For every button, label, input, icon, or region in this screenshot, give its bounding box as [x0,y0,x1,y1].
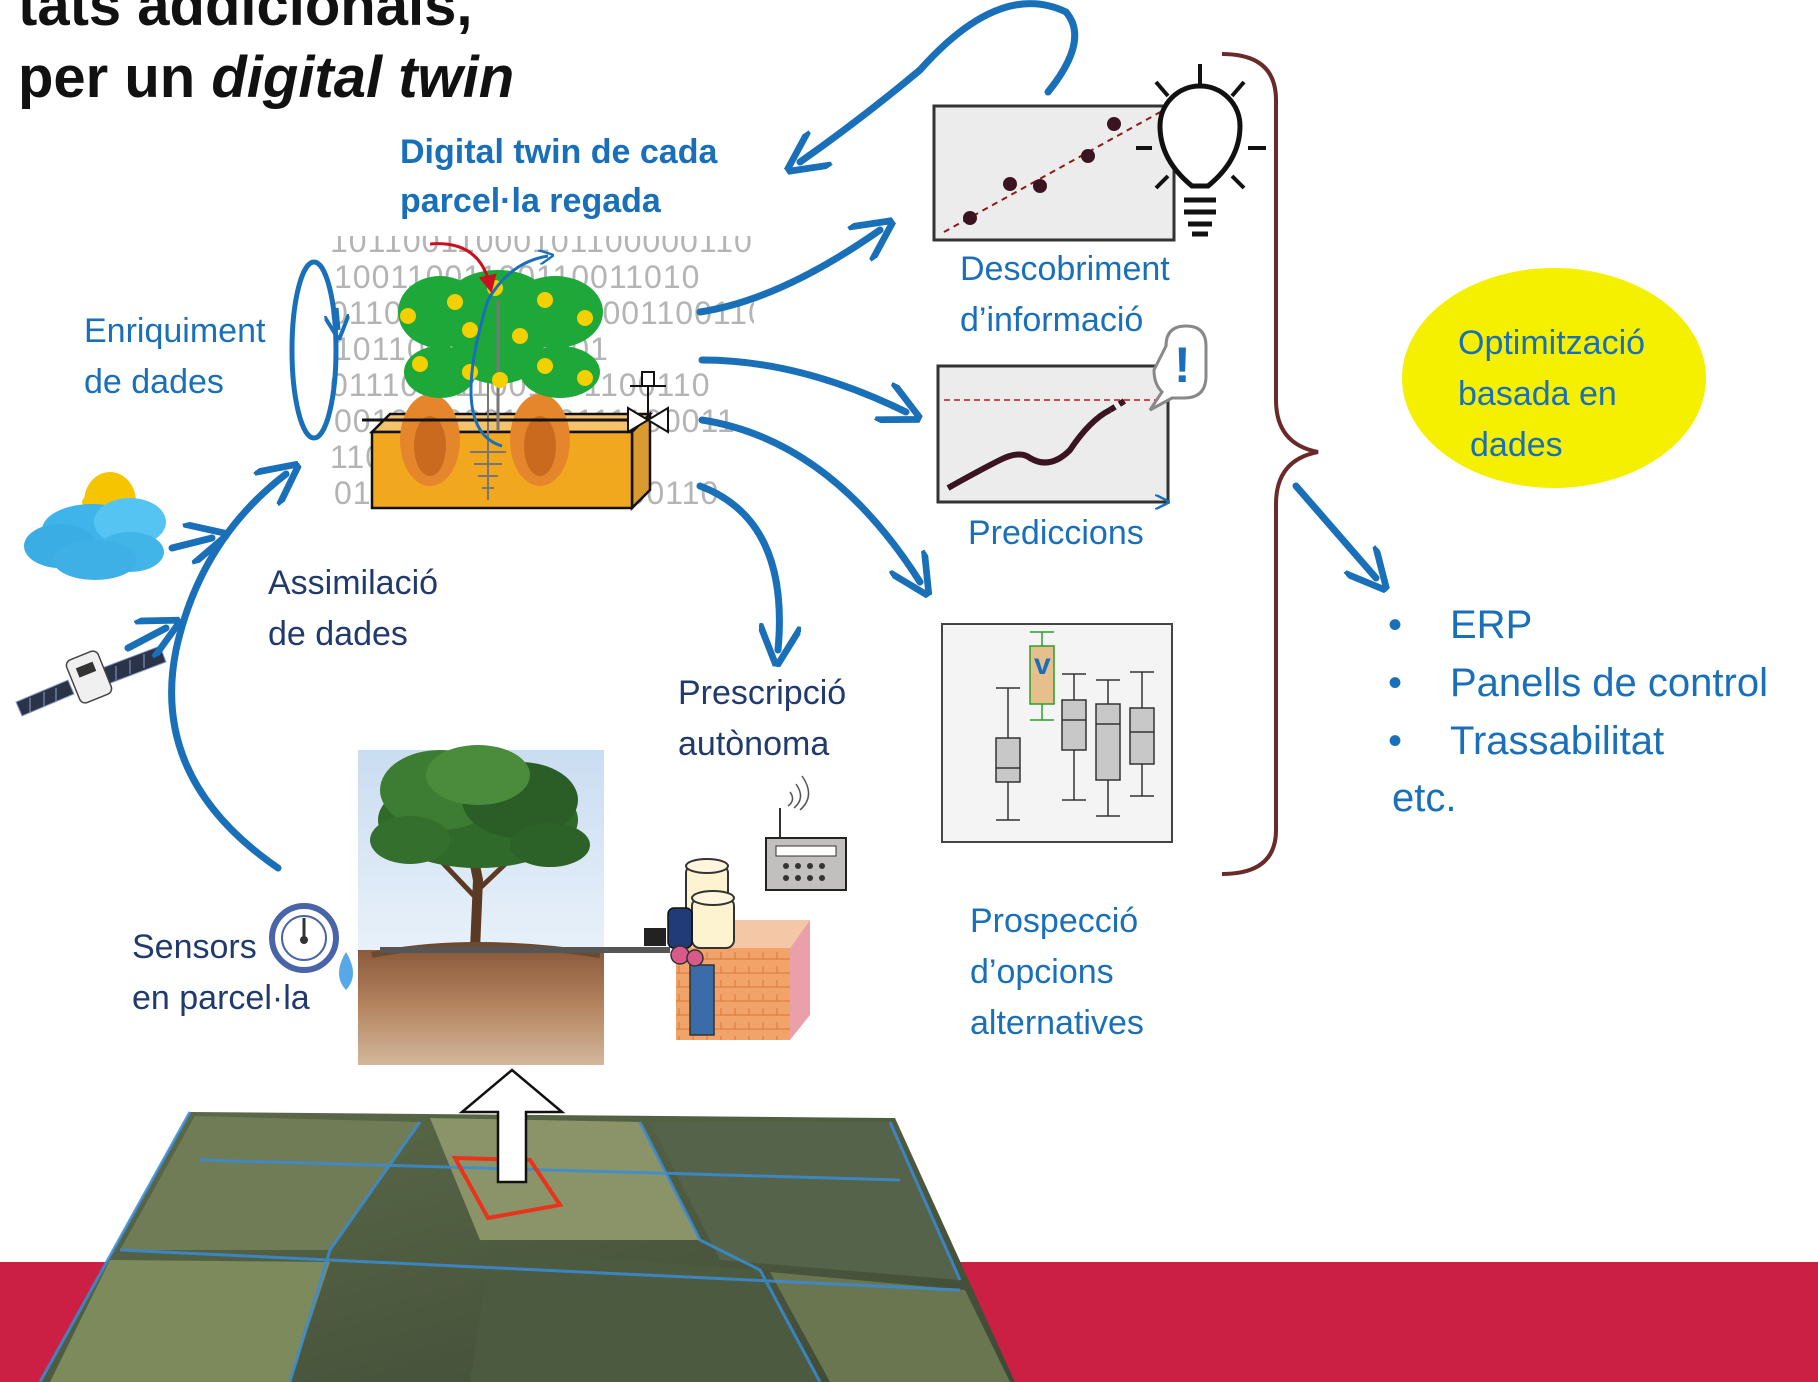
prospection-boxplot-chart [941,623,1173,843]
page-title-emphasis: digital twin [211,45,515,110]
grouping-brace [1221,52,1319,876]
enrichment-label-line1: Enriquiment [84,312,266,350]
prescription-label: Prescripció autònoma [678,668,846,770]
irrigation-equipment [644,858,810,1040]
optimization-label-line2: basada en [1458,375,1617,413]
sensors-label-line1: Sensors [132,928,257,966]
tree-soil-block [358,745,604,1065]
outputs-etc: etc. [1392,776,1457,820]
arrow-from-weather [168,538,212,548]
arrow-from-satellite [124,628,166,648]
arrow-assimilation [168,474,286,872]
satellite-icon [15,645,167,717]
arrow-to-prospection [698,416,920,582]
lightbulb-icon [1136,64,1266,237]
discovery-chart [932,104,1176,242]
prescription-label-line1: Prescripció [678,674,847,712]
boxplot-check-mark: v [1034,648,1051,681]
digital-twin-model [362,242,669,512]
optimization-label: Optimització basada en dades [1458,318,1645,471]
arrow-to-outputs [1292,482,1376,578]
optimization-ellipse [1402,268,1706,488]
assimilation-label-line2: de dades [268,615,408,653]
enrichment-loop [289,259,338,441]
digital-twin-title: Digital twin de cada parcel·la regada [400,128,717,227]
boxplot-1 [995,687,1021,821]
output-item-erp: ERP [1388,596,1768,654]
predictions-chart [936,324,1208,502]
arrow-to-discovery [696,230,880,316]
alert-exclamation-icon: ! [1174,337,1191,393]
arrow-to-predictions [698,356,906,412]
outputs-list: ERP Panells de control Trassabilitat [1388,596,1768,770]
optimization-label-line1: Optimització [1458,324,1646,362]
radio-controller [765,775,847,891]
sensors-label: Sensors en parcel·la [132,922,310,1024]
page-title-line2: per un digital twin [18,45,515,110]
prospection-label-line1: Prospecció [970,902,1139,940]
assimilation-label-line1: Assimilació [268,564,439,602]
flow-arrows [124,0,1376,872]
output-item-dashboards: Panells de control [1388,654,1768,712]
assimilation-label: Assimilació de dades [268,558,438,660]
up-arrow [458,1068,566,1184]
discovery-label-line2: d’informació [960,301,1144,339]
prospection-label-line3: alternatives [970,1004,1144,1042]
discovery-label: Descobriment d’informació [960,244,1170,346]
enrichment-label-line2: de dades [84,363,224,401]
sensors-label-line2: en parcel·la [132,979,310,1017]
digital-twin-title-line2: parcel·la regada [400,182,661,221]
aerial-field-map [38,1111,1015,1382]
arrow-to-prescription [696,482,779,650]
arrow-top-feedback [800,0,1079,162]
weather-icon [24,472,166,580]
binary-row: 10110011000101100000110 [330,223,753,259]
optimization-label-line3: dades [1470,426,1563,464]
boxplot-highlight [1029,631,1055,721]
prospection-label-line2: d’opcions [970,953,1114,991]
output-item-traceability: Trassabilitat [1388,712,1768,770]
enrichment-label: Enriquiment de dades [84,306,265,408]
page-title-line1: tats addicionals, [18,0,473,38]
prescription-label-line2: autònoma [678,725,830,763]
discovery-label-line1: Descobriment [960,250,1170,288]
boxplot-4 [1095,679,1121,817]
sensor-gauge-icon [269,903,353,990]
boxplot-5 [1129,671,1155,797]
prospection-label: Prospecció d’opcions alternatives [970,896,1144,1049]
predictions-label: Prediccions [968,514,1144,552]
digital-twin-title-line1: Digital twin de cada [400,133,718,171]
boxplot-3 [1061,673,1087,801]
